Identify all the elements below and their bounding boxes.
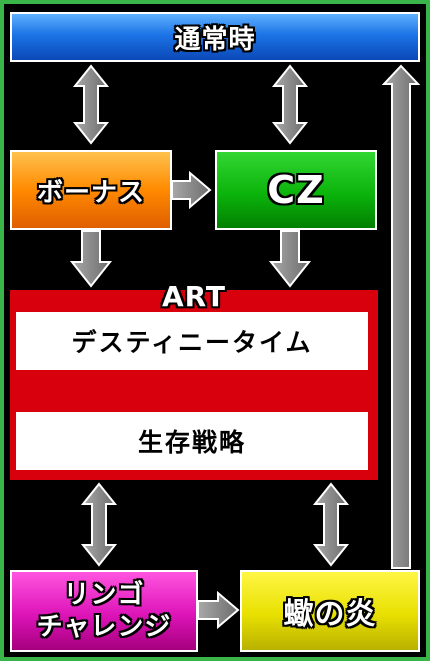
arrow-art-ringo [80, 482, 118, 567]
arrow-ringo-flame [197, 590, 240, 630]
node-survival-strategy-label: 生存戦略 [137, 428, 246, 457]
node-scorpion-flame-label: 蠍の炎 [283, 597, 377, 632]
arrow-normal-cz [271, 64, 309, 145]
node-ringo-challenge-line1: リンゴ [63, 580, 145, 610]
arrow-art-flame [312, 482, 350, 567]
node-destiny-time-label: デスティニータイム [71, 328, 313, 357]
node-survival-strategy: 生存戦略 [16, 412, 368, 470]
node-cz-label: CZ [267, 168, 325, 212]
node-ringo-challenge-line2: チャレンジ [36, 612, 172, 642]
arrow-normal-bonus [72, 64, 110, 145]
node-destiny-time: デスティニータイム [16, 312, 368, 370]
arrow-cz-art [268, 230, 312, 288]
arrow-bonus-art [69, 230, 113, 288]
node-art-title: ART [161, 280, 227, 313]
arrow-flame-normal [381, 64, 421, 569]
node-normal-state: 通常時 [10, 12, 420, 62]
node-art: ART デスティニータイム 生存戦略 [10, 280, 378, 480]
node-normal-label: 通常時 [174, 24, 256, 55]
node-cz: CZ [215, 150, 377, 230]
arrow-bonus-cz [171, 170, 212, 210]
node-ringo-challenge: リンゴ チャレンジ [10, 570, 198, 652]
node-bonus: ボーナス [10, 150, 172, 230]
node-scorpion-flame: 蠍の炎 [240, 570, 420, 652]
node-bonus-label: ボーナス [36, 177, 145, 208]
